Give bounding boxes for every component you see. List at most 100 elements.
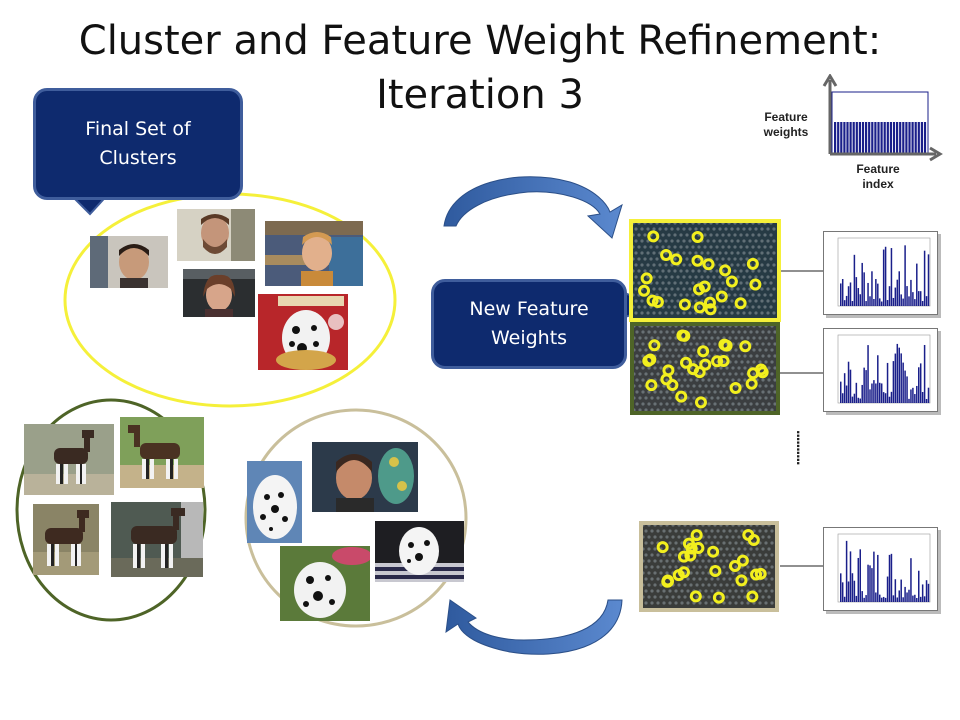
mesh-dot — [719, 390, 723, 394]
mesh-dot — [773, 330, 776, 334]
mesh-dot — [695, 354, 699, 358]
mesh-dot — [764, 408, 768, 411]
keypoint-marker — [651, 296, 664, 309]
photo-dalmatian-puppies — [280, 546, 370, 621]
mesh-dot — [647, 595, 651, 599]
histogram-bar — [849, 369, 852, 403]
feature-weight-bar — [855, 122, 858, 153]
histogram-bar — [880, 301, 883, 306]
mesh-dot — [673, 257, 677, 261]
mesh-dot — [647, 366, 651, 370]
histogram-bar — [880, 597, 883, 602]
mesh-dot — [755, 342, 759, 346]
mesh-dot — [760, 251, 764, 255]
mesh-dot — [746, 553, 750, 557]
mesh-dot — [701, 571, 705, 575]
mesh-dot — [760, 275, 764, 279]
mesh-dot — [695, 571, 699, 575]
mesh-dot — [767, 535, 771, 539]
mesh-dot — [641, 390, 645, 394]
mesh-dot — [746, 408, 750, 411]
mesh-dot — [709, 223, 713, 225]
mesh-dot — [728, 372, 732, 376]
mesh-dot — [688, 275, 692, 279]
mesh-dot — [689, 525, 693, 527]
mesh-dot — [755, 583, 759, 587]
mesh-dot — [760, 227, 764, 231]
mesh-dot — [710, 577, 714, 581]
mesh-dot — [772, 227, 776, 231]
mesh-dot — [767, 390, 771, 394]
mesh-dot — [743, 547, 747, 551]
mesh-dot — [772, 251, 776, 255]
mesh-dot — [661, 223, 665, 225]
histogram-bar — [884, 393, 887, 403]
mesh-dot — [728, 589, 732, 593]
mesh-dot — [764, 348, 768, 352]
histogram-bar — [882, 596, 885, 602]
mesh-dot — [754, 227, 758, 231]
mesh-dot — [653, 571, 657, 575]
mesh-dot — [742, 275, 746, 279]
mesh-dot — [677, 354, 681, 358]
mesh-dot — [668, 589, 672, 593]
mesh-dot — [656, 601, 660, 605]
mesh-dot — [770, 541, 774, 545]
mesh-dot — [769, 293, 773, 297]
mesh-dot — [692, 360, 696, 364]
keypoint-marker — [679, 356, 692, 369]
mesh-dot — [692, 348, 696, 352]
mesh-dot — [742, 251, 746, 255]
mesh-dot — [725, 525, 729, 527]
mesh-dot — [764, 396, 768, 400]
mesh-dot — [659, 366, 663, 370]
histogram-bar — [840, 283, 842, 306]
histogram-bar — [912, 292, 914, 306]
mesh-dot — [650, 408, 654, 411]
histogram-bar — [859, 398, 861, 403]
mesh-dot — [767, 547, 771, 551]
mesh-dot — [679, 293, 683, 297]
histogram-bar — [840, 381, 842, 403]
mesh-dot — [664, 263, 668, 267]
feature-weight-bar — [892, 122, 896, 153]
histogram-bar — [894, 287, 897, 306]
keypoints-1 — [633, 223, 776, 316]
mesh-dot — [766, 299, 770, 303]
histogram-bar — [904, 370, 906, 403]
mesh-dot — [709, 269, 713, 273]
mesh-dot — [713, 525, 717, 527]
mesh-dot — [715, 269, 719, 273]
mesh-dot — [665, 354, 669, 358]
mesh-dot — [706, 263, 710, 267]
mesh-dot — [754, 239, 758, 243]
mesh-dot — [739, 233, 743, 237]
mesh-dot — [655, 293, 659, 297]
mesh-dot — [709, 281, 713, 285]
mesh-dot — [764, 589, 768, 593]
mesh-dot — [770, 348, 774, 352]
mesh-dot — [673, 233, 677, 237]
mesh-dot — [710, 408, 714, 411]
mesh-dot — [731, 378, 735, 382]
histogram-bar — [873, 551, 875, 602]
mesh-dot — [670, 239, 674, 243]
mesh-dot — [710, 601, 714, 605]
mesh-dot — [647, 390, 651, 394]
mesh-dot — [633, 293, 635, 297]
mesh-dot — [766, 251, 770, 255]
mesh-dot — [763, 233, 767, 237]
mesh-dot — [655, 245, 659, 249]
mesh-dot — [731, 595, 735, 599]
mesh-dot — [707, 354, 711, 358]
keypoint-marker — [690, 529, 703, 542]
mesh-dot — [682, 227, 686, 231]
mesh-dot — [633, 305, 635, 309]
mesh-dot — [682, 251, 686, 255]
mesh-dot — [671, 354, 675, 358]
mesh-dot — [686, 529, 690, 533]
mesh-dot — [695, 525, 699, 527]
mesh-dot — [643, 583, 645, 587]
mesh-dot — [761, 330, 765, 334]
keypoint-marker — [693, 366, 706, 379]
